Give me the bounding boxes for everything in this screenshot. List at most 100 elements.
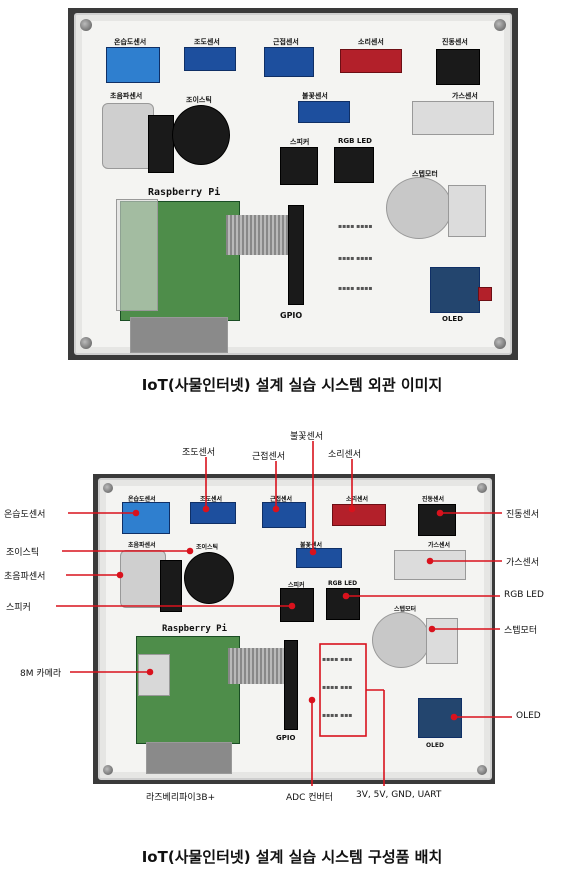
ultrasonic-pcb bbox=[148, 115, 174, 173]
vibration-sensor bbox=[418, 504, 456, 536]
temp-humidity-label: 온습도센서 bbox=[128, 496, 156, 503]
board-panel: 온습도센서 조도센서 근접센서 소리센서 진동센서 초음파센서 조이스틱 불꽃센… bbox=[74, 13, 512, 355]
flame-sensor bbox=[298, 101, 350, 123]
sound-label: 소리센서 bbox=[358, 38, 384, 46]
screw-icon bbox=[494, 19, 506, 31]
flame-label: 불꽃센서 bbox=[302, 92, 328, 100]
callout-temp-humidity: 온습도센서 bbox=[4, 510, 46, 520]
speaker-label: 스피커 bbox=[290, 138, 310, 146]
ribbon-cable bbox=[226, 215, 292, 255]
flame-label: 불꽃센서 bbox=[300, 542, 323, 549]
ultrasonic-sensor bbox=[102, 103, 154, 169]
temp-humidity-sensor bbox=[122, 502, 170, 534]
vibration-label: 진동센서 bbox=[422, 496, 445, 503]
rgb-led-label: RGB LED bbox=[328, 580, 358, 587]
callout-vibration: 진동센서 bbox=[506, 510, 540, 520]
camera-module bbox=[138, 654, 170, 696]
pin-labels: ▪▪▪▪ ▪▪▪ bbox=[322, 684, 353, 691]
raspberry-case bbox=[116, 199, 158, 311]
screw-icon bbox=[477, 765, 487, 775]
stepper-driver bbox=[426, 618, 458, 664]
sound-sensor bbox=[340, 49, 402, 73]
rgb-led bbox=[326, 588, 360, 620]
board-panel: 온습도센서 조도센서 근접센서 소리센서 진동센서 초음파센서 조이스틱 불꽃센… bbox=[98, 478, 492, 780]
ribbon-cable bbox=[228, 648, 286, 684]
screw-icon bbox=[103, 483, 113, 493]
illuminance-sensor bbox=[184, 47, 236, 71]
temp-humidity-label: 온습도센서 bbox=[114, 38, 147, 46]
sound-sensor bbox=[332, 504, 386, 526]
callout-flame: 불꽃센서 bbox=[290, 432, 324, 442]
illuminance-label: 조도센서 bbox=[200, 496, 223, 503]
usb-ports bbox=[146, 742, 232, 774]
callout-proximity: 근접센서 bbox=[252, 452, 286, 462]
pin-labels: ▪▪▪▪ ▪▪▪ bbox=[322, 656, 353, 663]
vibration-sensor bbox=[436, 49, 480, 85]
callout-adc: ADC 컨버터 bbox=[286, 793, 334, 803]
usb-ports bbox=[130, 317, 228, 353]
callout-illuminance: 조도센서 bbox=[182, 448, 216, 458]
screw-icon bbox=[103, 765, 113, 775]
stepper-driver bbox=[448, 185, 486, 237]
speaker bbox=[280, 588, 314, 622]
illuminance-label: 조도센서 bbox=[194, 38, 220, 46]
callout-joystick: 조이스틱 bbox=[6, 548, 40, 558]
gas-sensor bbox=[412, 101, 494, 135]
screw-icon bbox=[80, 337, 92, 349]
callout-rgb-led: RGB LED bbox=[504, 590, 544, 600]
ultrasonic-label: 초음파센서 bbox=[110, 92, 143, 100]
screw-icon bbox=[494, 337, 506, 349]
pin-labels: ▪▪▪▪ ▪▪▪ bbox=[322, 712, 353, 719]
system-exterior-photo: 온습도센서 조도센서 근접센서 소리센서 진동센서 초음파센서 조이스틱 불꽃센… bbox=[68, 8, 518, 360]
flame-sensor bbox=[296, 548, 342, 568]
joystick bbox=[172, 105, 230, 165]
proximity-sensor bbox=[264, 47, 314, 77]
stepper-label: 스텝모터 bbox=[412, 170, 438, 178]
speaker bbox=[280, 147, 318, 185]
gpio-header bbox=[288, 205, 304, 305]
callout-sound: 소리센서 bbox=[328, 450, 362, 460]
gas-label: 가스센서 bbox=[428, 542, 451, 549]
proximity-label: 근접센서 bbox=[270, 496, 293, 503]
screw-icon bbox=[477, 483, 487, 493]
callout-ultrasonic: 초음파센서 bbox=[4, 572, 46, 582]
sound-label: 소리센서 bbox=[346, 496, 369, 503]
ultrasonic-label: 초음파센서 bbox=[128, 542, 156, 549]
gas-label: 가스센서 bbox=[452, 92, 478, 100]
callout-raspberry: 라즈베리파이3B+ bbox=[146, 793, 216, 803]
joystick bbox=[184, 552, 234, 604]
oled-display bbox=[418, 698, 462, 738]
gas-sensor bbox=[394, 550, 466, 580]
screw-icon bbox=[80, 19, 92, 31]
callout-power: 3V, 5V, GND, UART bbox=[356, 790, 442, 800]
caption-layout: IoT(사물인터넷) 설계 실습 시스템 구성품 배치 bbox=[141, 848, 443, 866]
illuminance-sensor bbox=[190, 502, 236, 524]
oled-label: OLED bbox=[426, 742, 445, 749]
gpio-label: GPIO bbox=[276, 734, 296, 742]
gpio-header bbox=[284, 640, 298, 730]
callout-stepper: 스텝모터 bbox=[504, 626, 538, 636]
caption-exterior: IoT(사물인터넷) 설계 실습 시스템 외관 이미지 bbox=[141, 376, 443, 394]
callout-camera: 8M 카메라 bbox=[20, 669, 62, 679]
system-layout-photo: 온습도센서 조도센서 근접센서 소리센서 진동센서 초음파센서 조이스틱 불꽃센… bbox=[93, 474, 495, 784]
gpio-label: GPIO bbox=[280, 311, 303, 320]
callout-speaker: 스피커 bbox=[6, 603, 31, 613]
joystick-label: 조이스틱 bbox=[196, 544, 219, 551]
speaker-label: 스피커 bbox=[288, 582, 305, 589]
ultrasonic-sensor bbox=[120, 550, 166, 608]
callout-gas: 가스센서 bbox=[506, 558, 540, 568]
oled-tab bbox=[478, 287, 492, 301]
rgb-led-label: RGB LED bbox=[338, 137, 372, 145]
pin-labels: ▪▪▪▪ ▪▪▪▪ bbox=[338, 285, 373, 292]
stepper-motor bbox=[386, 177, 452, 239]
stepper-motor bbox=[372, 612, 430, 668]
ultrasonic-pcb bbox=[160, 560, 182, 612]
rgb-led bbox=[334, 147, 374, 183]
oled-display bbox=[430, 267, 480, 313]
vibration-label: 진동센서 bbox=[442, 38, 468, 46]
pin-labels: ▪▪▪▪ ▪▪▪▪ bbox=[338, 255, 373, 262]
oled-label: OLED bbox=[442, 315, 464, 323]
raspberry-label: Raspberry Pi bbox=[162, 624, 228, 634]
stepper-label: 스텝모터 bbox=[394, 606, 417, 613]
raspberry-label: Raspberry Pi bbox=[148, 187, 221, 198]
